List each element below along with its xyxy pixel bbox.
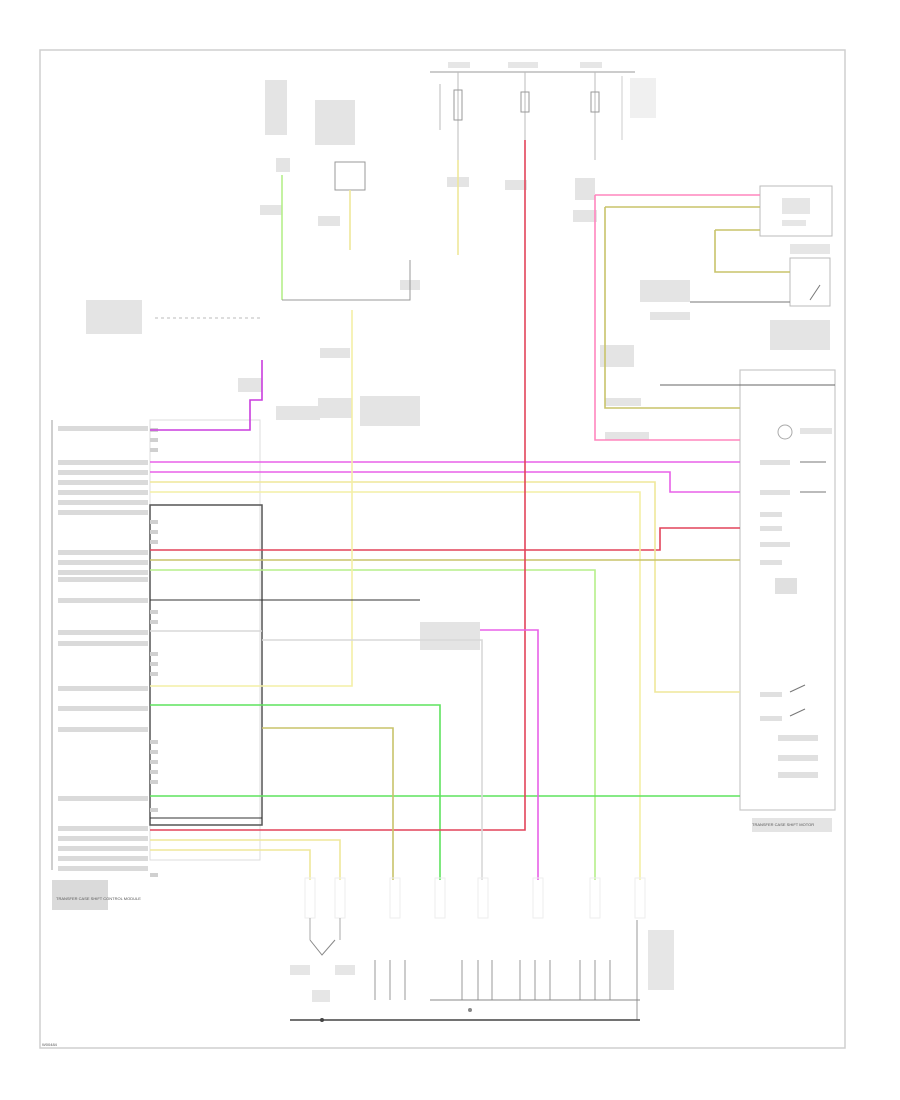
shift-control-module [51, 419, 263, 910]
bottom-connectors [290, 877, 674, 1022]
wires [150, 140, 790, 880]
transfer-case-motor [660, 185, 836, 811]
diagram-frame [39, 49, 846, 1049]
fuse-panel-top [430, 62, 656, 160]
transfer-case-box-label: TRANSFER CASE SHIFT MOTOR [752, 822, 814, 827]
label-blocks [86, 80, 832, 832]
module-label: TRANSFER CASE SHIFT CONTROL MODULE [56, 896, 141, 901]
footer-code: W00484 [42, 1042, 58, 1047]
